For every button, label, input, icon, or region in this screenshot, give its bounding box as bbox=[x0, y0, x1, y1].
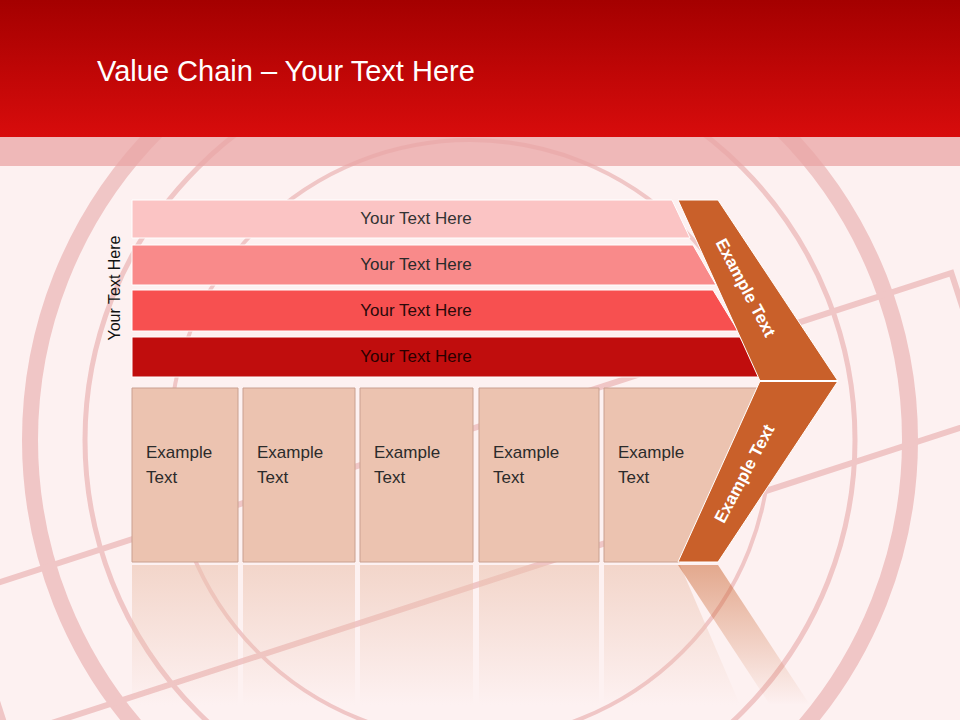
primary-box: Example Text bbox=[243, 388, 355, 562]
band-label: Your Text Here bbox=[132, 200, 700, 238]
primary-box-fill bbox=[360, 388, 473, 562]
support-band: Your Text Here bbox=[132, 200, 690, 238]
chevron-divider bbox=[760, 380, 838, 382]
support-band: Your Text Here bbox=[132, 337, 762, 377]
support-band-fill bbox=[132, 337, 762, 377]
primary-box-fill bbox=[132, 388, 238, 562]
primary-box-fill bbox=[479, 388, 599, 562]
box-label: Example Text bbox=[618, 440, 694, 490]
reflection bbox=[132, 565, 810, 705]
axis-label: Your Text Here bbox=[106, 236, 124, 341]
band-label: Your Text Here bbox=[132, 337, 700, 377]
margin-chevron: Example TextExample Text bbox=[678, 200, 838, 562]
header-strip bbox=[0, 137, 960, 166]
header-bar bbox=[0, 0, 960, 137]
primary-box-fill bbox=[243, 388, 355, 562]
box-label: Example Text bbox=[493, 440, 569, 490]
band-label: Your Text Here bbox=[132, 290, 700, 331]
slide-title: Value Chain – Your Text Here bbox=[97, 55, 475, 88]
primary-box: Example Text bbox=[132, 388, 238, 562]
box-label: Example Text bbox=[374, 440, 450, 490]
band-label: Your Text Here bbox=[132, 245, 700, 285]
box-label: Example Text bbox=[146, 440, 222, 490]
primary-box: Example Text bbox=[479, 388, 599, 562]
support-band: Your Text Here bbox=[132, 290, 738, 331]
support-band-fill bbox=[132, 245, 716, 285]
margin-chevron-outline bbox=[678, 200, 838, 562]
support-band-fill bbox=[132, 290, 738, 331]
primary-box: Example Text bbox=[360, 388, 473, 562]
box-label: Example Text bbox=[257, 440, 333, 490]
margin-chevron-fill bbox=[678, 200, 838, 562]
support-band: Your Text Here bbox=[132, 245, 716, 285]
